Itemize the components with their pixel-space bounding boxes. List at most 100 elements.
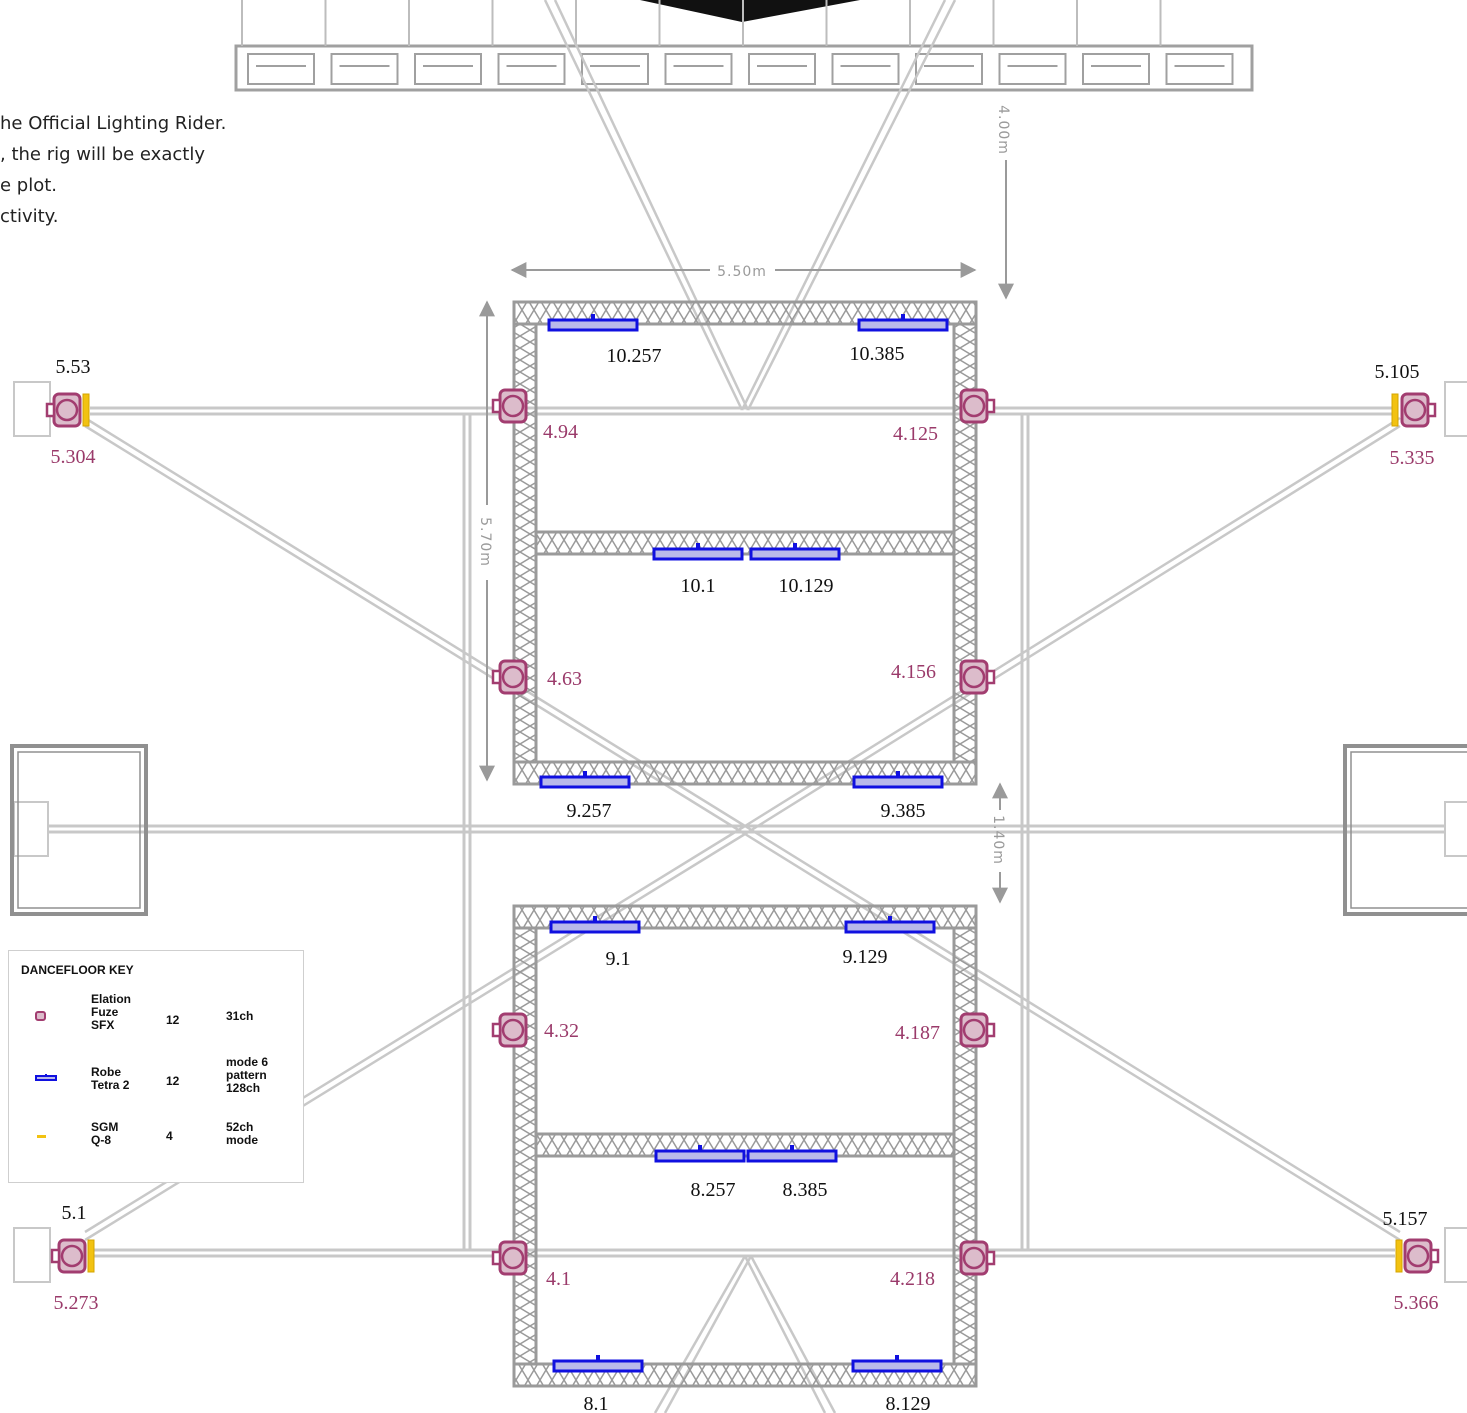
sgm-fixture — [82, 393, 90, 427]
stage-cell — [831, 53, 900, 85]
fuze-label: 4.218 — [890, 1268, 935, 1290]
sgm-label: 5.273 — [54, 1292, 99, 1314]
fuze-label: 4.125 — [893, 423, 938, 445]
rider-note: he Official Lighting Rider. , the rig wi… — [0, 108, 226, 232]
sgm-label: 5.304 — [51, 446, 96, 468]
tetra-label: 10.385 — [850, 343, 905, 365]
tetra-fixture — [547, 314, 639, 332]
fuze-fixture — [491, 388, 528, 424]
key-title: DANCEFLOOR KEY — [21, 963, 134, 977]
rider-note-line: ctivity. — [0, 206, 59, 227]
fuze-fixture — [45, 392, 82, 428]
fuze-fixture — [959, 659, 996, 695]
tetra-label: 8.129 — [886, 1393, 931, 1413]
tetra-label: 9.385 — [881, 800, 926, 822]
sgm-fixture — [1395, 1239, 1403, 1273]
tetra-label: 10.257 — [607, 345, 662, 367]
fixtures — [45, 314, 1440, 1373]
key-qty: 4 — [166, 1129, 173, 1143]
fuze-label: 4.156 — [891, 661, 936, 683]
tetra-fixture — [549, 916, 641, 934]
stage-cell — [581, 53, 649, 85]
fuze-outer-label: 5.105 — [1375, 361, 1420, 383]
fuze-outer-label: 5.1 — [62, 1202, 87, 1224]
tetra-fixture — [844, 916, 936, 934]
key-qty: 12 — [166, 1013, 180, 1027]
sgm-fixture — [87, 1239, 95, 1273]
fuze-icon — [35, 1011, 46, 1021]
fuze-outer-label: 5.53 — [56, 356, 91, 378]
dim-width-top: 5.50m — [717, 264, 767, 280]
fuze-label: 4.94 — [543, 421, 578, 443]
sgm-label: 5.366 — [1394, 1292, 1439, 1314]
fuze-labels: 4.94 4.125 4.63 4.156 4.32 4.187 4.1 4.2… — [543, 421, 940, 1290]
tetra-label: 9.257 — [567, 800, 612, 822]
rider-note-line: , the rig will be exactly — [0, 144, 205, 165]
sgm-fixture — [1391, 393, 1399, 427]
fuze-label: 4.32 — [544, 1020, 579, 1042]
key-mode: 31ch — [226, 1009, 254, 1023]
tetra-fixture — [539, 771, 631, 789]
truss-bottom — [512, 904, 978, 1388]
dim-gap: 1.40m — [990, 815, 1006, 865]
key-mode: 52ch mode — [226, 1120, 259, 1147]
dim-trim-height: 4.00m — [995, 105, 1011, 155]
rider-note-line: he Official Lighting Rider. — [0, 113, 227, 134]
fuze-fixture — [959, 1012, 996, 1048]
tetra-fixture — [654, 1145, 746, 1163]
tetra-fixture — [851, 1355, 943, 1373]
key-fixture-name: Robe Tetra 2 — [91, 1065, 130, 1092]
tetra-label: 9.129 — [843, 946, 888, 968]
fuze-fixture — [491, 659, 528, 695]
stage-cell — [998, 53, 1067, 85]
stage-cell — [915, 53, 983, 85]
sgm-label: 5.335 — [1390, 447, 1435, 469]
tetra-label: 10.1 — [681, 575, 716, 597]
fuze-label: 4.63 — [547, 668, 582, 690]
tetra-fixture — [552, 1355, 644, 1373]
stage-cell — [414, 53, 482, 85]
tetra-labels: 10.257 10.385 10.1 10.129 9.257 9.385 9.… — [567, 343, 931, 1413]
dim-height-top: 5.70m — [477, 517, 493, 567]
tetra-label: 9.1 — [606, 948, 631, 970]
fuze-outer-label: 5.157 — [1383, 1208, 1428, 1230]
tetra-fixture — [652, 543, 744, 561]
key-fixture-name: Elation Fuze SFX — [91, 992, 132, 1032]
stage-cell — [664, 53, 733, 85]
rider-note-line: e plot. — [0, 175, 58, 196]
side-structures — [10, 744, 1467, 916]
tetra-label: 8.1 — [584, 1393, 609, 1413]
fuze-label: 4.187 — [895, 1022, 940, 1044]
fuze-fixture — [1400, 392, 1437, 428]
tetra-fixture — [857, 314, 949, 332]
tetra-fixture — [746, 1145, 838, 1163]
stage-cell — [748, 53, 816, 85]
tetra-label: 10.129 — [779, 575, 834, 597]
truss-top — [512, 300, 978, 786]
sgm-icon — [37, 1135, 46, 1138]
fuze-fixture — [959, 388, 996, 424]
key-qty: 12 — [166, 1074, 180, 1088]
dimensions — [479, 160, 1014, 904]
dancefloor-key: DANCEFLOOR KEY Elation Fuze SFX 12 31ch … — [8, 950, 304, 1183]
tetra-icon — [35, 1074, 57, 1081]
stage-cell — [1082, 53, 1150, 85]
key-fixture-name: SGM Q-8 — [91, 1120, 119, 1147]
fuze-fixture — [50, 1238, 87, 1274]
diagonal-pipes — [84, 0, 1401, 1413]
fuze-fixture — [1403, 1238, 1440, 1274]
fuze-fixture — [491, 1012, 528, 1048]
key-mode: mode 6 pattern 128ch — [226, 1055, 269, 1095]
tetra-label: 8.257 — [691, 1179, 736, 1201]
stage-cell — [330, 53, 399, 85]
outer-labels: 5.53 5.105 5.1 5.157 5.304 5.335 5.273 5… — [51, 356, 1439, 1314]
fuze-label: 4.1 — [546, 1268, 571, 1290]
tetra-fixture — [749, 543, 841, 561]
stage-cell — [1165, 53, 1234, 85]
fuze-fixture — [491, 1240, 528, 1276]
tetra-label: 8.385 — [783, 1179, 828, 1201]
stage-cell — [497, 53, 566, 85]
tetra-fixture — [852, 771, 944, 789]
fuze-fixture — [959, 1240, 996, 1276]
